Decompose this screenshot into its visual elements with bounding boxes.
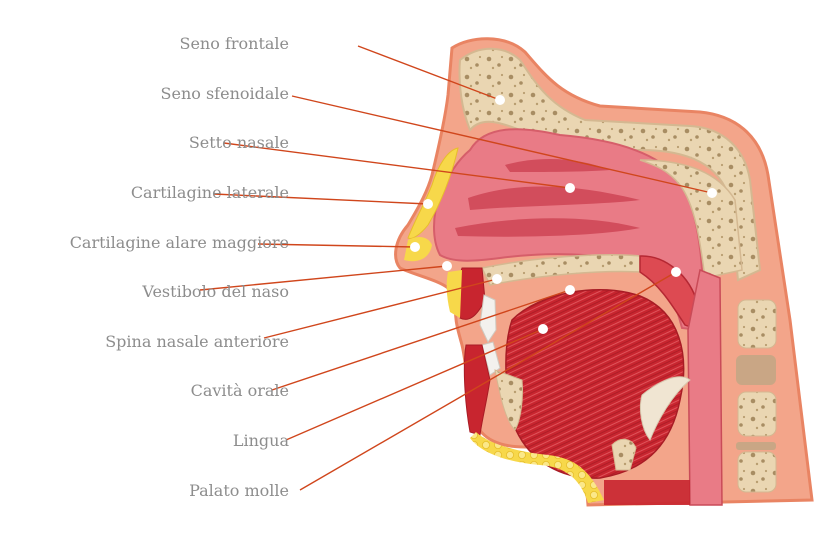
leader-line-4 xyxy=(257,243,416,248)
marker-dot-6 xyxy=(492,274,502,284)
marker-dot-3 xyxy=(423,199,433,209)
label-cavita-orale: Cavità orale xyxy=(190,381,289,400)
label-cartilagine-laterale: Cartilagine laterale xyxy=(130,183,289,202)
label-lingua: Lingua xyxy=(232,431,289,450)
epiglottis xyxy=(639,376,691,441)
leader-lines xyxy=(199,45,717,491)
cervical-vertebrae xyxy=(736,299,777,493)
marker-dot-7 xyxy=(565,285,575,295)
marker-dot-5 xyxy=(442,261,452,271)
leader-line-7 xyxy=(271,289,571,391)
label-palato-molle: Palato molle xyxy=(189,481,289,500)
leader-line-8 xyxy=(285,328,544,441)
nasal-fat xyxy=(407,147,459,239)
label-cartilagine-alare-maggiore: Cartilagine alare maggiore xyxy=(69,233,289,252)
marker-dot-4 xyxy=(410,242,420,252)
marker-dot-8 xyxy=(538,324,548,334)
hyoid-bone xyxy=(611,438,637,471)
marker-dot-1 xyxy=(707,188,717,198)
frontal-bone xyxy=(458,47,762,282)
label-seno-frontale: Seno frontale xyxy=(179,34,289,53)
chin-fat xyxy=(470,432,604,503)
upper-lip-fat xyxy=(446,270,462,318)
lower-tooth xyxy=(481,341,501,376)
leader-line-0 xyxy=(357,45,501,101)
inferior-turbinate xyxy=(455,218,640,237)
marker-dot-0 xyxy=(495,95,505,105)
lower-throat xyxy=(604,480,690,505)
marker-dot-9 xyxy=(671,267,681,277)
superior-turbinate xyxy=(505,158,610,172)
leader-line-5 xyxy=(199,265,448,291)
sphenoid-bone xyxy=(639,159,743,279)
marker-dot-2 xyxy=(565,183,575,193)
mandible xyxy=(494,369,523,431)
label-setto-nasale: Setto nasale xyxy=(188,133,289,152)
label-column: Seno frontale Seno sfenoidale Setto nasa… xyxy=(0,0,289,540)
label-vestibolo-del-naso: Vestibolo del naso xyxy=(142,282,289,301)
leader-line-6 xyxy=(263,278,498,339)
label-seno-sfenoidale: Seno sfenoidale xyxy=(160,84,289,103)
label-spina-nasale-anteriore: Spina nasale anteriore xyxy=(105,332,289,351)
leader-line-1 xyxy=(291,95,713,194)
middle-turbinate xyxy=(468,186,640,210)
leader-line-2 xyxy=(223,142,571,189)
leader-line-3 xyxy=(213,193,429,205)
pharynx xyxy=(687,268,723,506)
leader-line-9 xyxy=(299,271,677,491)
